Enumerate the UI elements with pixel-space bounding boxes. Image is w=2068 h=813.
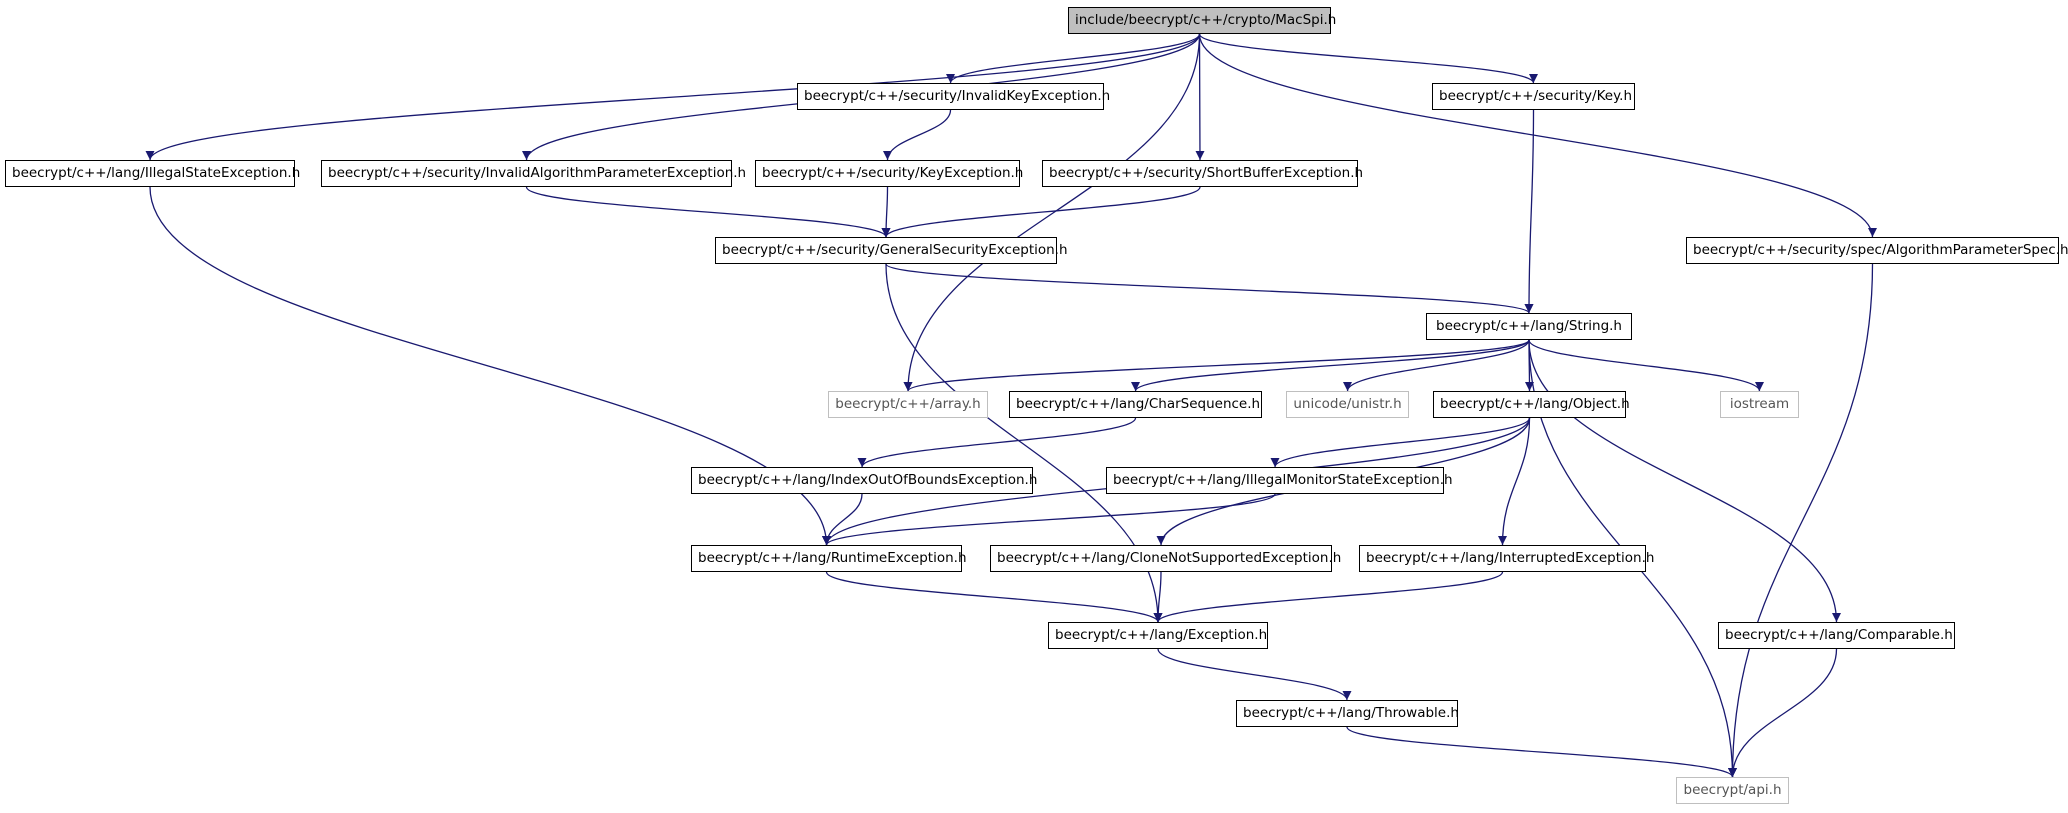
- node-short-buffer-exception[interactable]: beecrypt/c++/security/ShortBufferExcepti…: [1042, 160, 1363, 187]
- node-algorithm-parameter-spec[interactable]: beecrypt/c++/security/spec/AlgorithmPara…: [1686, 237, 2068, 264]
- node-illegal-state-exception[interactable]: beecrypt/c++/lang/IllegalStateException.…: [5, 160, 300, 187]
- edge-general_security-to-string: [885, 263, 1534, 314]
- node-throwable[interactable]: beecrypt/c++/lang/Throwable.h: [1236, 700, 1459, 727]
- node-interrupted-exception[interactable]: beecrypt/c++/lang/InterruptedException.h: [1359, 545, 1654, 572]
- edge-object-to-illegal_monitor: [1270, 417, 1531, 468]
- edge-char_sequence-to-index_out_of_bounds: [857, 417, 1137, 468]
- node-macspi[interactable]: include/beecrypt/c++/crypto/MacSpi.h: [1068, 7, 1336, 34]
- node-key[interactable]: beecrypt/c++/security/Key.h: [1432, 83, 1635, 110]
- edge-string-to-array: [903, 339, 1530, 392]
- edge-string-to-comparable: [1528, 339, 1841, 623]
- edge-root-to-invalid_key: [946, 33, 1201, 84]
- edge-root-to-illegal_state: [145, 33, 1201, 161]
- node-unistr[interactable]: unicode/unistr.h: [1286, 391, 1409, 418]
- node-invalid-algorithm-parameter-exception[interactable]: beecrypt/c++/security/InvalidAlgorithmPa…: [321, 160, 746, 187]
- edge-string-to-iostream: [1528, 339, 1764, 392]
- node-key-exception[interactable]: beecrypt/c++/security/KeyException.h: [755, 160, 1023, 187]
- edge-root-to-array: [903, 33, 1201, 392]
- edge-invalid_key-to-key_exception: [883, 109, 952, 161]
- node-clone-not-supported-exception[interactable]: beecrypt/c++/lang/CloneNotSupportedExcep…: [990, 545, 1341, 572]
- edge-illegal_monitor-to-runtime: [822, 493, 1276, 546]
- edge-object-to-interrupted: [1498, 417, 1531, 546]
- edge-interrupted-to-exception: [1153, 571, 1504, 623]
- edge-key-to-string: [1524, 109, 1535, 314]
- node-char-sequence[interactable]: beecrypt/c++/lang/CharSequence.h: [1009, 391, 1262, 418]
- edge-alg_param_spec-to-api: [1728, 263, 1874, 778]
- edge-short_buffer-to-general_security: [881, 186, 1201, 238]
- node-string[interactable]: beecrypt/c++/lang/String.h: [1426, 313, 1632, 340]
- node-illegal-monitor-state-exception[interactable]: beecrypt/c++/lang/IllegalMonitorStateExc…: [1106, 467, 1453, 494]
- edge-root-to-key: [1198, 33, 1538, 84]
- node-runtime-exception[interactable]: beecrypt/c++/lang/RuntimeException.h: [691, 545, 967, 572]
- node-index-out-of-bounds-exception[interactable]: beecrypt/c++/lang/IndexOutOfBoundsExcept…: [691, 467, 1037, 494]
- edge-root-to-alg_param_spec: [1198, 33, 1877, 238]
- edge-throwable-to-api: [1346, 726, 1737, 778]
- node-exception[interactable]: beecrypt/c++/lang/Exception.h: [1048, 622, 1268, 649]
- node-array[interactable]: beecrypt/c++/array.h: [828, 391, 988, 418]
- edge-string-to-char_sequence: [1131, 339, 1530, 392]
- node-object[interactable]: beecrypt/c++/lang/Object.h: [1433, 391, 1630, 418]
- node-invalid-key-exception[interactable]: beecrypt/c++/security/InvalidKeyExceptio…: [797, 83, 1110, 110]
- node-iostream[interactable]: iostream: [1720, 391, 1799, 418]
- edge-root-to-short_buffer: [1195, 33, 1205, 161]
- edge-invalid_alg_param-to-general_security: [525, 186, 891, 238]
- edge-runtime-to-exception: [825, 571, 1163, 623]
- node-general-security-exception[interactable]: beecrypt/c++/security/GeneralSecurityExc…: [715, 237, 1068, 264]
- edge-comparable-to-api: [1728, 648, 1838, 778]
- edge-clone_not_supported-to-exception: [1153, 571, 1163, 623]
- edge-exception-to-throwable: [1157, 648, 1352, 701]
- node-api[interactable]: beecrypt/api.h: [1676, 777, 1789, 804]
- edge-key_exception-to-general_security: [881, 186, 891, 238]
- node-comparable[interactable]: beecrypt/c++/lang/Comparable.h: [1718, 622, 1955, 649]
- edge-string-to-unistr: [1343, 339, 1530, 392]
